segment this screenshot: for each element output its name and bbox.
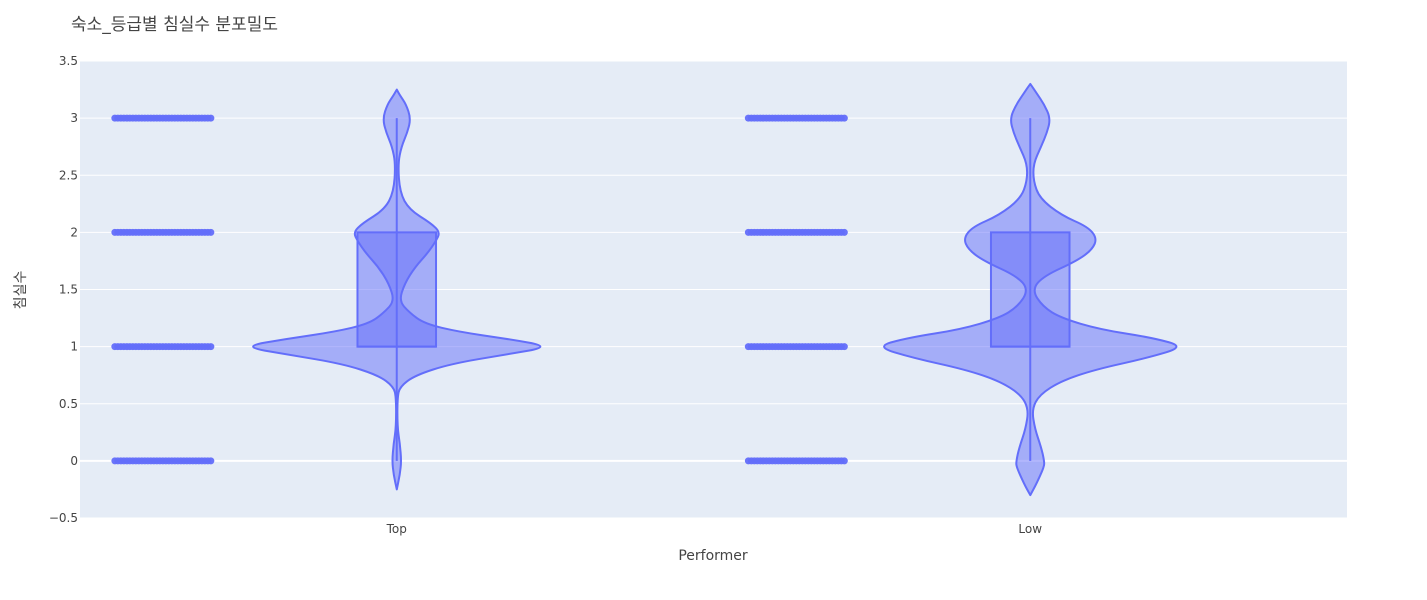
y-tick-label: 2.5 xyxy=(59,168,78,182)
data-point xyxy=(207,228,215,236)
x-tick-label: Top xyxy=(386,522,407,536)
data-point xyxy=(207,457,215,465)
data-point xyxy=(840,228,848,236)
y-tick-label: −0.5 xyxy=(49,511,78,525)
y-tick-label: 1 xyxy=(70,340,78,354)
y-tick-label: 1.5 xyxy=(59,283,78,297)
data-point xyxy=(840,343,848,351)
y-axis-title: 침실수 xyxy=(13,271,29,310)
y-tick-label: 2 xyxy=(70,225,78,239)
y-tick-label: 0 xyxy=(70,454,78,468)
y-tick-label: 3 xyxy=(70,111,78,125)
chart-title: 숙소_등급별 침실수 분포밀도 xyxy=(71,15,278,35)
y-tick-label: 3.5 xyxy=(59,54,78,68)
data-point xyxy=(840,114,848,122)
points-group xyxy=(744,114,848,465)
box-iqr xyxy=(989,231,1071,348)
box-iqr xyxy=(356,231,438,348)
x-axis-title: Performer xyxy=(678,548,748,564)
data-point xyxy=(840,457,848,465)
data-point xyxy=(207,343,215,351)
y-tick-label: 0.5 xyxy=(59,397,78,411)
points-group xyxy=(111,114,215,465)
data-point xyxy=(207,114,215,122)
x-tick-label: Low xyxy=(1018,522,1042,536)
